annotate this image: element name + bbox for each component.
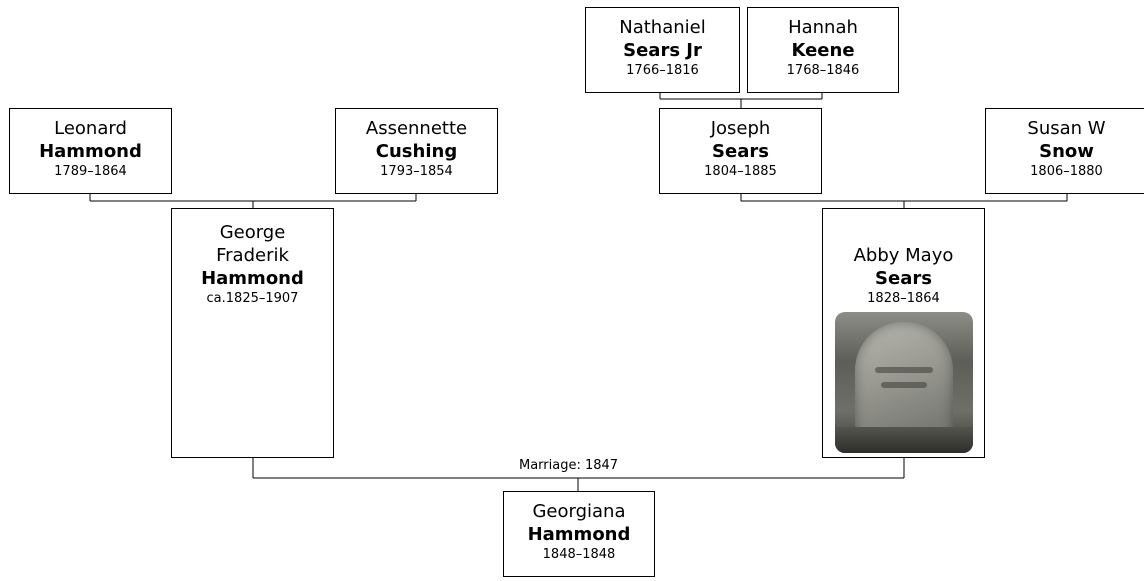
surname: Keene (791, 40, 855, 61)
surname: Sears (875, 268, 932, 289)
life-dates: 1768–1846 (786, 63, 860, 78)
person-hannah-keene[interactable]: Hannah Keene 1768–1846 (747, 7, 899, 93)
person-susan-w-snow[interactable]: Susan W Snow 1806–1880 (985, 108, 1144, 194)
surname: Sears Jr (623, 40, 702, 61)
given-name: Nathaniel (619, 17, 706, 38)
surname: Snow (1039, 141, 1094, 162)
given-name: Abby Mayo (853, 245, 954, 266)
gravestone-engraving (874, 367, 933, 373)
surname: Hammond (39, 141, 142, 162)
life-dates: 1804–1885 (704, 164, 777, 179)
person-george-fraderik-hammond[interactable]: George Fraderik Hammond ca.1825–1907 (171, 208, 334, 458)
surname: Sears (712, 141, 769, 162)
given-name-middle: Fraderik (216, 245, 289, 266)
gravestone-photo[interactable] (834, 312, 973, 453)
person-assennette-cushing[interactable]: Assennette Cushing 1793–1854 (335, 108, 498, 194)
given-name-first: George (219, 222, 286, 243)
person-georgiana-hammond[interactable]: Georgiana Hammond 1848–1848 (503, 491, 655, 577)
life-dates: 1828–1864 (867, 291, 940, 306)
life-dates: 1848–1848 (542, 547, 616, 562)
surname: Hammond (527, 524, 631, 545)
given-name: Joseph (710, 118, 771, 139)
life-dates: ca.1825–1907 (206, 291, 299, 306)
marriage-label: Marriage: 1847 (517, 458, 621, 474)
life-dates: 1766–1816 (626, 63, 699, 78)
given-name: Susan W (1027, 118, 1106, 139)
photo-ground (834, 427, 973, 453)
person-joseph-sears[interactable]: Joseph Sears 1804–1885 (659, 108, 822, 194)
given-name: Leonard (54, 118, 127, 139)
surname: Cushing (375, 141, 458, 162)
person-abby-mayo-sears[interactable]: Abby Mayo Sears 1828–1864 (822, 208, 985, 458)
surname: Hammond (201, 268, 304, 289)
person-nathaniel-sears-jr[interactable]: Nathaniel Sears Jr 1766–1816 (585, 7, 740, 93)
given-name: Hannah (788, 17, 858, 38)
life-dates: 1793–1854 (380, 164, 453, 179)
gravestone-engraving (880, 382, 927, 388)
life-dates: 1806–1880 (1030, 164, 1103, 179)
given-name: Georgiana (532, 501, 626, 522)
given-name: Assennette (365, 118, 468, 139)
person-leonard-hammond[interactable]: Leonard Hammond 1789–1864 (9, 108, 172, 194)
life-dates: 1789–1864 (54, 164, 127, 179)
